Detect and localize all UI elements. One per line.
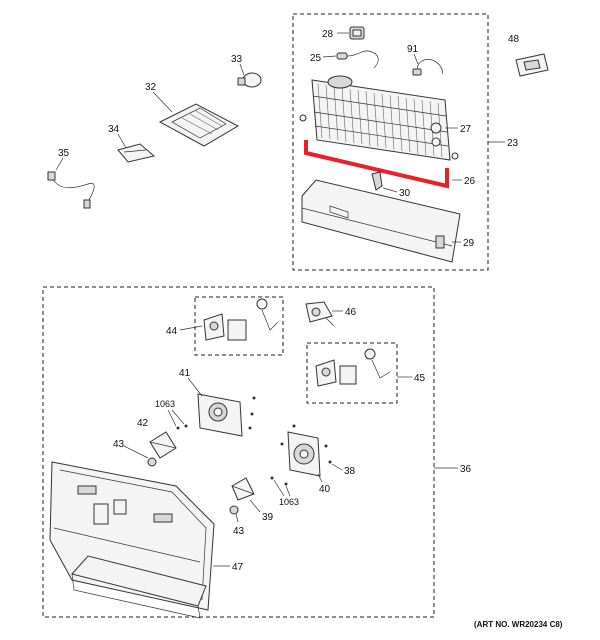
part-38-screw[interactable] xyxy=(328,460,332,464)
part-30-bracket[interactable] xyxy=(371,171,383,191)
callout-27: 27 xyxy=(460,124,472,135)
screw-icon xyxy=(451,152,459,160)
callout-30: 30 xyxy=(399,188,411,199)
callout-45: 45 xyxy=(414,373,426,384)
part-33-light-bulb[interactable] xyxy=(237,72,262,88)
callout-23: 23 xyxy=(507,138,519,149)
part-91-harness[interactable] xyxy=(412,59,443,76)
callout-91: 91 xyxy=(407,44,419,55)
callout-47: 47 xyxy=(232,562,244,573)
part-35-wire-harness[interactable] xyxy=(47,171,95,209)
screw-icon xyxy=(299,114,307,122)
callout-48: 48 xyxy=(508,34,520,45)
callout-36: 36 xyxy=(460,464,472,475)
callout-1063-upper: 1063 xyxy=(155,399,175,409)
assembly-44-box xyxy=(194,296,284,356)
callout-35: 35 xyxy=(58,148,70,159)
part-29-evaporator-cover[interactable] xyxy=(301,179,461,263)
fan-group-box xyxy=(42,286,435,618)
part-48-connector[interactable] xyxy=(515,53,549,77)
callout-29: 29 xyxy=(463,238,475,249)
art-number: (ART NO. WR20234 C8) xyxy=(474,620,563,629)
callout-1063-lower: 1063 xyxy=(279,497,299,507)
part-42-fan-blade[interactable] xyxy=(149,431,177,459)
callout-32: 32 xyxy=(145,82,157,93)
part-34-light-socket[interactable] xyxy=(117,143,156,163)
part-41-fan-bracket[interactable] xyxy=(197,393,243,437)
part-32-light-shield[interactable] xyxy=(158,103,240,147)
part-28-clip[interactable] xyxy=(349,26,365,40)
part-26-defrost-heater-highlighted[interactable] xyxy=(304,140,449,189)
callout-43-lower: 43 xyxy=(233,526,245,537)
part-39-fan-blade[interactable] xyxy=(231,477,255,501)
callout-43-upper: 43 xyxy=(113,439,125,450)
callout-34: 34 xyxy=(108,124,120,135)
part-47-rear-cover[interactable] xyxy=(49,461,215,619)
part-43-hub-upper[interactable] xyxy=(147,457,157,467)
callout-25: 25 xyxy=(310,53,322,64)
part-27-evaporator[interactable] xyxy=(311,75,451,161)
callout-44: 44 xyxy=(166,326,178,337)
callout-38: 38 xyxy=(344,466,356,477)
callout-26: 26 xyxy=(464,176,476,187)
callout-39: 39 xyxy=(262,512,274,523)
part-25-sensor[interactable] xyxy=(336,50,379,69)
callout-42: 42 xyxy=(137,418,149,429)
assembly-45-box xyxy=(306,342,398,404)
callout-46: 46 xyxy=(345,307,357,318)
callout-41: 41 xyxy=(179,368,191,379)
part-44-fan-motor-assembly[interactable] xyxy=(203,298,279,341)
callout-40: 40 xyxy=(319,484,331,495)
callout-28: 28 xyxy=(322,29,334,40)
part-43-hub-lower[interactable] xyxy=(229,505,239,515)
part-40-fan-bracket[interactable] xyxy=(287,431,321,477)
part-46-fan-motor[interactable] xyxy=(305,301,335,327)
callout-33: 33 xyxy=(231,54,243,65)
part-45-fan-motor-assembly[interactable] xyxy=(315,348,391,387)
